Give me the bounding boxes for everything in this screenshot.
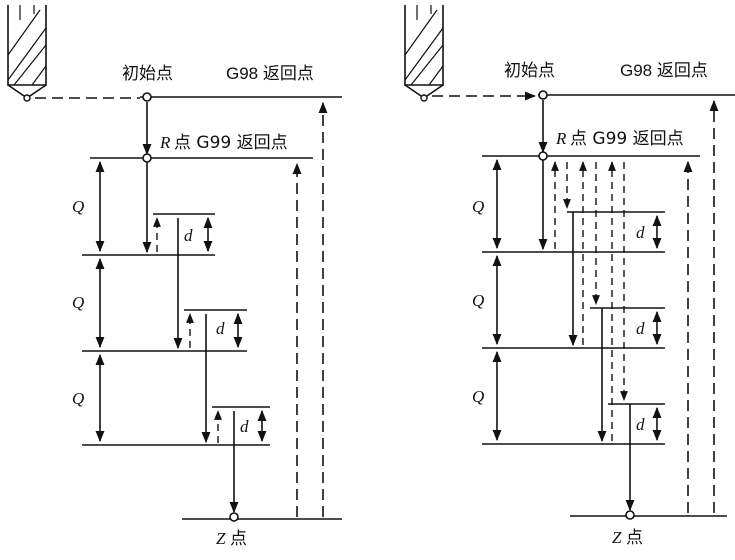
q-label-2: Q bbox=[72, 293, 84, 312]
d-label-3: d bbox=[636, 415, 645, 434]
initial-point-label: 初始点 bbox=[122, 64, 173, 84]
left-peck-drilling-diagram: 初始点 G98 返回点 R 点 G99 返回点 Q Q Q d d d bbox=[7, 5, 342, 549]
g98-return-label: G98 返回点 bbox=[620, 61, 708, 80]
q-label-3: Q bbox=[472, 387, 484, 406]
g98-return-label: G98 返回点 bbox=[226, 64, 314, 83]
d-label-3: d bbox=[240, 417, 249, 436]
q-label-1: Q bbox=[472, 197, 484, 216]
r-point-italic: R bbox=[159, 133, 171, 152]
z-point-marker bbox=[229, 512, 239, 522]
drill-tool-icon bbox=[404, 5, 444, 102]
d-label-1: d bbox=[184, 226, 193, 245]
r-point-marker bbox=[142, 153, 152, 163]
z-point-marker bbox=[625, 510, 635, 520]
z-point-italic: Z bbox=[216, 529, 226, 548]
r-point-marker bbox=[538, 151, 548, 161]
initial-point-marker bbox=[142, 92, 152, 102]
d-label-2: d bbox=[216, 319, 225, 338]
drill-tool-icon bbox=[7, 5, 47, 102]
r-point-g99-label: 点 G99 返回点 bbox=[174, 133, 288, 153]
d-label-1: d bbox=[636, 223, 645, 242]
z-point-label: 点 bbox=[230, 529, 247, 549]
r-point-italic: R bbox=[555, 129, 567, 148]
r-point-g99-label: 点 G99 返回点 bbox=[570, 129, 684, 149]
right-deep-hole-drilling-diagram: 初始点 G98 返回点 R 点 G99 返回点 Q Q Q d d bbox=[404, 5, 735, 548]
initial-point-label: 初始点 bbox=[504, 61, 555, 81]
initial-point-marker bbox=[538, 90, 548, 100]
d-label-2: d bbox=[636, 319, 645, 338]
q-label-1: Q bbox=[72, 197, 84, 216]
q-label-3: Q bbox=[72, 389, 84, 408]
q-label-2: Q bbox=[472, 291, 484, 310]
z-point-italic: Z bbox=[612, 528, 622, 547]
z-point-label: 点 bbox=[626, 528, 643, 548]
